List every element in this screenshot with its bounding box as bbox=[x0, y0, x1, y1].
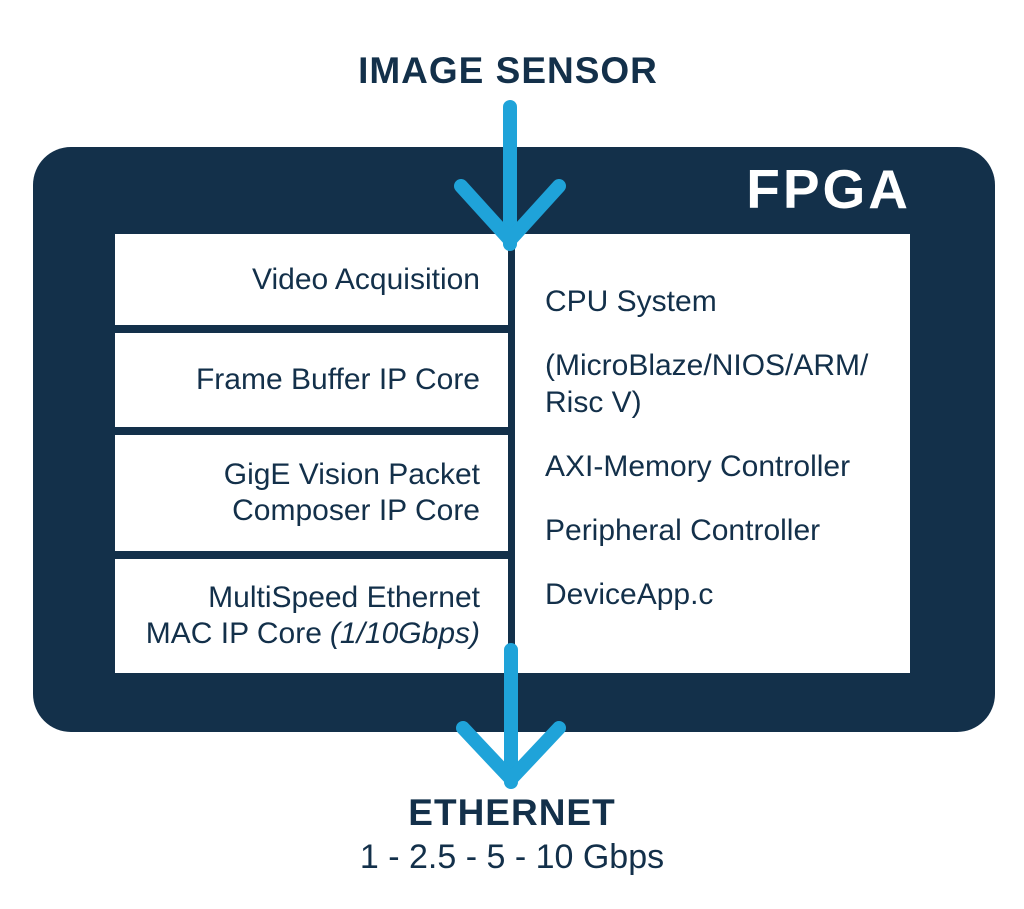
block-cpu-system: CPU System (MicroBlaze/NIOS/ARM/ Risc V)… bbox=[515, 234, 910, 673]
block-gige-vision-packet-composer: GigE Vision Packet Composer IP Core bbox=[115, 435, 508, 551]
cpu-variants-line1: (MicroBlaze/NIOS/ARM/ bbox=[545, 349, 869, 382]
block-frame-buffer: Frame Buffer IP Core bbox=[115, 333, 508, 427]
fpga-label: FPGA bbox=[746, 158, 911, 220]
deviceapp-line: DeviceApp.c bbox=[545, 578, 714, 611]
peripheral-controller-line: Peripheral Controller bbox=[545, 514, 821, 547]
arrow-down-top-icon bbox=[454, 100, 566, 251]
block-label: Video Acquisition bbox=[252, 262, 480, 296]
ethernet-speeds-label: 1 - 2.5 - 5 - 10 Gbps bbox=[359, 838, 665, 876]
block-video-acquisition: Video Acquisition bbox=[115, 234, 508, 325]
block-label-line1: MultiSpeed Ethernet bbox=[208, 581, 480, 614]
block-label-line2: MAC IP Core(1/10Gbps) bbox=[145, 617, 480, 650]
block-multispeed-ethernet-mac: MultiSpeed Ethernet MAC IP Core(1/10Gbps… bbox=[115, 559, 508, 673]
block-label-line1: GigE Vision Packet bbox=[223, 458, 480, 491]
cpu-variants-line2: Risc V) bbox=[545, 386, 642, 419]
block-label: Frame Buffer IP Core bbox=[195, 363, 480, 396]
cpu-system-line: CPU System bbox=[545, 285, 717, 318]
axi-memory-controller-line: AXI-Memory Controller bbox=[545, 450, 851, 483]
fpga-left-column: Video Acquisition Frame Buffer IP Core G… bbox=[115, 234, 508, 673]
arrow-down-bottom-icon bbox=[456, 643, 566, 789]
ethernet-label: ETHERNET bbox=[408, 792, 616, 833]
image-sensor-label: IMAGE SENSOR bbox=[358, 50, 658, 91]
block-label-line2: Composer IP Core bbox=[232, 494, 480, 527]
block-label-italic: (1/10Gbps) bbox=[329, 617, 480, 650]
